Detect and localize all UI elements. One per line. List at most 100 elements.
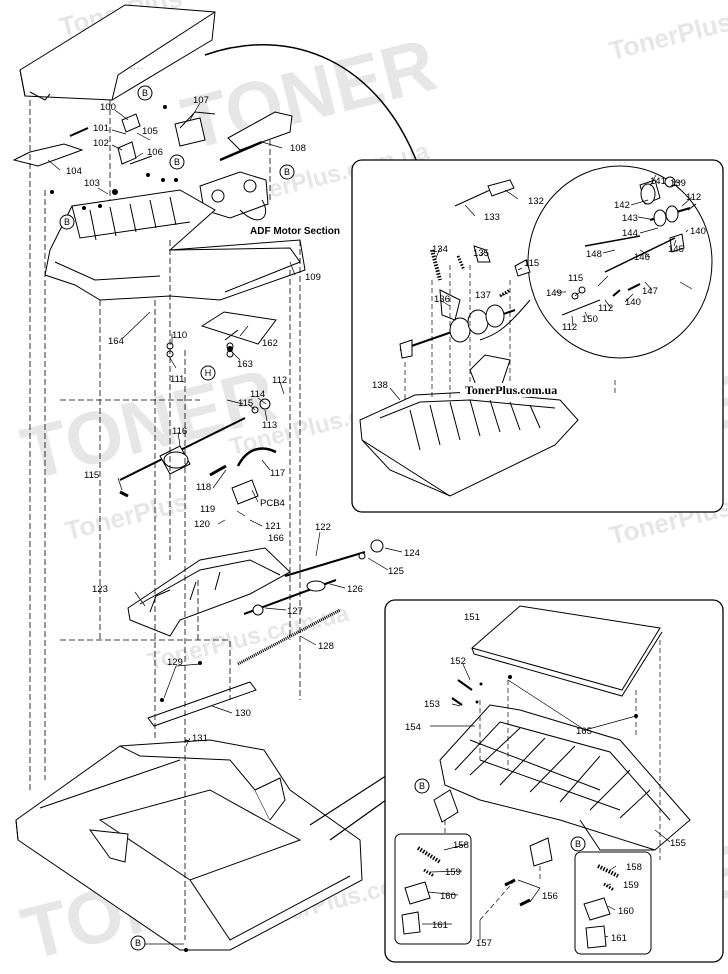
part-label: 115: [84, 470, 99, 481]
sensor-cable: [231, 447, 277, 505]
part-label: 115: [238, 398, 253, 409]
part-label: 147: [642, 286, 658, 297]
part-label: 146: [634, 252, 650, 263]
part-label: 159: [623, 880, 639, 891]
site-caption-bg: [460, 383, 586, 397]
part-label: 140: [625, 297, 641, 308]
lower-chute-frame: [119, 490, 291, 637]
part-label: 160: [618, 906, 634, 917]
watermark-brand: TonerPlus: [606, 6, 728, 65]
part-label: 134: [432, 244, 448, 255]
part-label: 143: [622, 213, 638, 224]
part-label: 132: [528, 196, 544, 207]
part-label: 128: [318, 641, 334, 652]
part-label: 126: [347, 584, 363, 595]
watermark-big-word: TONER: [14, 353, 284, 496]
part-label: 119: [200, 504, 215, 515]
part-label: 133: [484, 212, 500, 223]
part-label: 136: [434, 294, 450, 305]
part-label: 158: [626, 862, 642, 873]
roller-detail-bubble: [527, 165, 713, 359]
part-label: 100: [100, 102, 116, 113]
sensor-cover: [200, 311, 277, 345]
part-label: 148: [586, 249, 602, 260]
part-label: 104: [66, 166, 82, 177]
main-exploded-view: · · · ·: [12, 4, 421, 952]
part-label: 156: [542, 891, 558, 902]
part-label: 103: [84, 178, 100, 189]
part-label: 139: [670, 178, 686, 189]
part-label: 141: [650, 176, 666, 187]
upper-chute-frame: [44, 189, 306, 301]
part-label: 112: [686, 192, 701, 203]
callout-leaders: [47, 102, 403, 945]
part-label: 110: [172, 330, 187, 341]
part-label: 117: [270, 468, 285, 479]
screw-mark-b: B: [174, 157, 180, 167]
part-label: 140: [690, 226, 706, 237]
part-label: 161: [432, 920, 448, 931]
inset-callout-top: [204, 43, 421, 171]
part-label: 151: [464, 612, 480, 623]
part-label: 137: [475, 290, 491, 301]
part-label: 130: [235, 708, 251, 719]
part-label: 145: [668, 244, 684, 255]
part-label: 153: [424, 699, 440, 710]
part-label: 154: [405, 722, 421, 733]
part-label: 123: [92, 584, 108, 595]
part-label: 149: [546, 288, 562, 299]
part-label: 118: [196, 482, 211, 493]
part-label: 102: [93, 138, 109, 149]
part-label: 112: [562, 322, 577, 333]
part-label: 157: [476, 938, 492, 949]
part-label: 108: [290, 143, 306, 154]
part-label: 115: [568, 273, 583, 284]
part-label: 112: [272, 375, 287, 386]
part-label: 131: [192, 733, 208, 744]
part-label: 166: [268, 533, 284, 544]
part-label: 112: [598, 303, 613, 314]
part-label: 135: [473, 248, 489, 259]
part-label: 101: [93, 123, 109, 134]
screw-mark-b: B: [142, 88, 148, 98]
part-label: 163: [237, 359, 253, 370]
part-label: 113: [262, 420, 277, 431]
adf-motor-section-label: ADF Motor Section: [250, 226, 340, 237]
screw-mark-b: B: [419, 781, 425, 791]
site-caption: TonerPlus.com.ua: [465, 383, 557, 397]
screw-mark-b: B: [575, 839, 581, 849]
part-label: 121: [265, 521, 281, 532]
part-label: 150: [582, 314, 598, 325]
part-label: 114: [250, 389, 265, 400]
part-label: 164: [108, 336, 124, 347]
part-label: 122: [315, 522, 331, 533]
screw-reference-marks: [59, 85, 295, 951]
part-label: 109: [305, 272, 321, 283]
part-label: 160: [440, 891, 456, 902]
part-label: 106: [147, 147, 163, 158]
part-label: 127: [287, 606, 303, 617]
part-label: 159: [445, 867, 461, 878]
part-label: 142: [614, 200, 630, 211]
part-label: 161: [611, 933, 627, 944]
fastener-dots: [50, 105, 233, 952]
part-number-labels: 100 101 102 105 106 107 108 104 103 109 …: [66, 95, 706, 949]
part-label: 105: [142, 126, 158, 137]
screw-mark-b: B: [64, 217, 70, 227]
inset-tray-detail: B B: [384, 599, 724, 963]
screw-mark-h: H: [205, 368, 212, 378]
part-label: 120: [194, 519, 210, 530]
part-label: 162: [262, 338, 278, 349]
part-label: 129: [167, 657, 183, 668]
springs-small: [166, 342, 234, 358]
inset-roller-detail: TonerPlus.com.ua: [351, 159, 724, 513]
adf-base-tray: [15, 739, 363, 951]
part-label: 107: [193, 95, 209, 106]
screw-reference-labels: B B B B H B: [64, 88, 290, 948]
part-label: 138: [372, 380, 388, 391]
part-label: 124: [404, 548, 420, 559]
part-label: 125: [388, 566, 404, 577]
part-label: 165: [576, 726, 592, 737]
